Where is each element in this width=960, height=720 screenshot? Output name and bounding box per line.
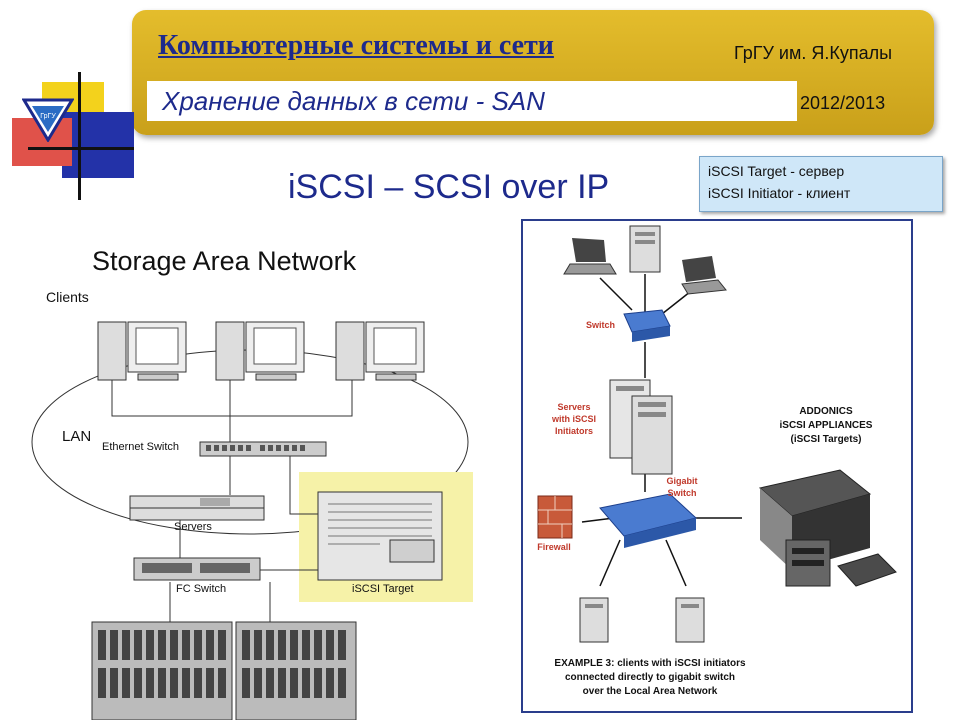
decor-horizontal-line [28, 147, 134, 150]
addonics-diagram: Switch Servers with iSCSI Initiators Gig… [521, 219, 913, 713]
decor-vertical-line [78, 72, 81, 200]
san-title: Storage Area Network [92, 246, 357, 276]
client-workstation-1 [97, 321, 187, 381]
example-label-line1: EXAMPLE 3: clients with iSCSI initiators [554, 658, 746, 669]
fc-switch-label: FC Switch [176, 583, 226, 595]
example-label-line2: connected directly to gigabit switch [565, 672, 735, 683]
note-initiator: iSCSI Initiator - клиент [708, 185, 851, 201]
lan-label: LAN [62, 428, 91, 445]
slide-heading: iSCSI – SCSI over IP [288, 168, 610, 206]
gigabit-label-line2: Switch [667, 488, 696, 498]
iscsi-appliances-icon [758, 469, 897, 587]
san-diagram: LAN Ethernet Switch Servers FC Switch iS… [31, 321, 473, 720]
client-tower-top-icon [629, 225, 661, 273]
note-target: iSCSI Target - сервер [708, 163, 845, 179]
switch-icon [623, 309, 671, 342]
client-tower-bottom-right-icon [675, 597, 705, 643]
gigabit-label-line1: Gigabit [667, 476, 698, 486]
appliances-label-line1: ADDONICS [799, 406, 853, 417]
subtitle-box [147, 81, 797, 121]
appliances-label-line3: (iSCSI Targets) [791, 434, 862, 445]
fc-switch [133, 557, 261, 581]
decor-blue-square [62, 112, 134, 178]
note-box [699, 156, 943, 212]
disk-array-1 [91, 621, 233, 720]
servers-label-line1: Servers [557, 402, 590, 412]
server-towers-icon [609, 379, 673, 475]
gigabit-switch-icon [599, 493, 698, 548]
slide-subtitle: Хранение данных в сети - SAN [162, 86, 545, 116]
course-title: Компьютерные системы и сети [158, 30, 554, 61]
servers-label-line2: with iSCSI [551, 414, 596, 424]
academic-year: 2012/2013 [800, 93, 886, 113]
firewall-label: Firewall [537, 542, 571, 552]
ethernet-switch-label: Ethernet Switch [102, 441, 179, 453]
laptop-right-icon [681, 256, 727, 295]
disk-array-2 [235, 621, 357, 720]
firewall-icon [537, 495, 573, 539]
ethernet-switch [199, 441, 327, 457]
iscsi-target-device [317, 491, 443, 581]
logo-text: ГрГУ [40, 113, 56, 120]
university-label: ГрГУ им. Я.Купалы [734, 43, 893, 63]
client-tower-bottom-left-icon [579, 597, 609, 643]
servers-label-line3: Initiators [555, 426, 593, 436]
client-workstation-3 [335, 321, 425, 381]
servers-label: Servers [174, 521, 212, 533]
example-label-line3: over the Local Area Network [583, 686, 718, 697]
switch-label: Switch [586, 320, 615, 330]
clients-label: Clients [46, 289, 89, 305]
iscsi-target-label: iSCSI Target [352, 583, 414, 595]
university-logo: ГрГУ [22, 98, 74, 142]
san-servers [129, 495, 265, 521]
client-workstation-2 [215, 321, 305, 381]
appliances-label-line2: iSCSI APPLIANCES [780, 420, 873, 431]
laptop-left-icon [563, 238, 617, 275]
